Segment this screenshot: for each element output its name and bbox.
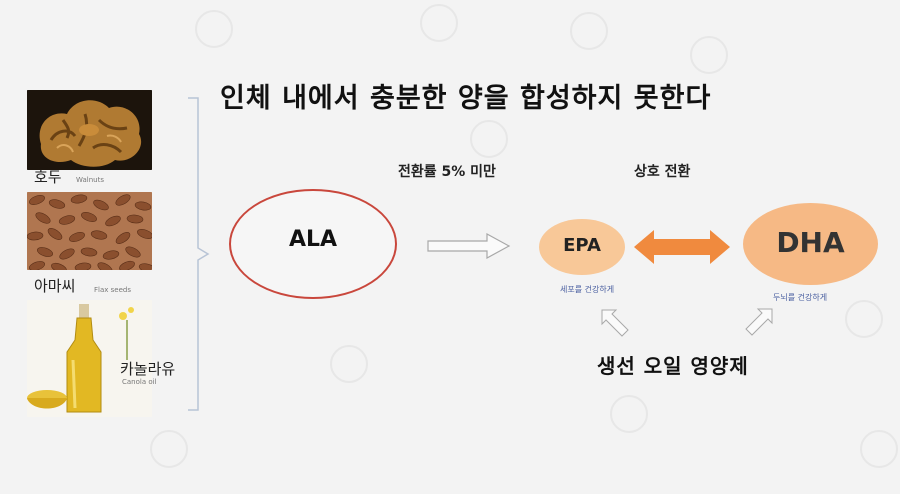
slide-title: 인체 내에서 충분한 양을 합성하지 못한다 [220, 83, 712, 114]
flax-seeds-label: 아마씨 [34, 277, 76, 295]
conversion-rate-label: 전환률 5% 미만 [398, 164, 496, 180]
flax-seeds-english-label: Flax seeds [94, 286, 131, 294]
epa-node: EPA [539, 219, 625, 275]
watermark-logo [845, 300, 883, 338]
walnut-label: 호두 [34, 168, 62, 186]
dha-label: DHA [776, 226, 845, 259]
grouping-bracket [188, 97, 210, 411]
up-arrow-icon [745, 308, 773, 336]
ala-node: ALA [229, 189, 397, 299]
watermark-logo [470, 120, 508, 158]
conversion-arrow-icon [427, 233, 511, 259]
dha-caption: 두뇌를 건강하게 [773, 293, 828, 302]
up-arrow-icon [601, 309, 629, 337]
watermark-logo [570, 12, 608, 50]
canola-oil-image [27, 300, 152, 417]
walnut-image [27, 90, 152, 170]
fish-oil-supplement-label: 생선 오일 영양제 [597, 354, 749, 378]
walnut-english-label: Walnuts [76, 176, 104, 184]
watermark-logo [860, 430, 898, 468]
flax-seeds-image [27, 192, 152, 270]
double-arrow-icon [634, 230, 730, 264]
epa-label: EPA [563, 235, 601, 256]
ala-label: ALA [288, 227, 338, 252]
watermark-logo [330, 345, 368, 383]
dha-node: DHA [743, 203, 878, 285]
watermark-logo [420, 4, 458, 42]
watermark-logo [610, 395, 648, 433]
canola-oil-label: 카놀라유 [120, 360, 176, 378]
watermark-logo [150, 430, 188, 468]
epa-caption: 세포를 건강하게 [560, 285, 615, 294]
watermark-logo [690, 36, 728, 74]
watermark-logo [195, 10, 233, 48]
canola-oil-english-label: Canola oil [122, 378, 157, 386]
mutual-conversion-label: 상호 전환 [634, 164, 691, 180]
